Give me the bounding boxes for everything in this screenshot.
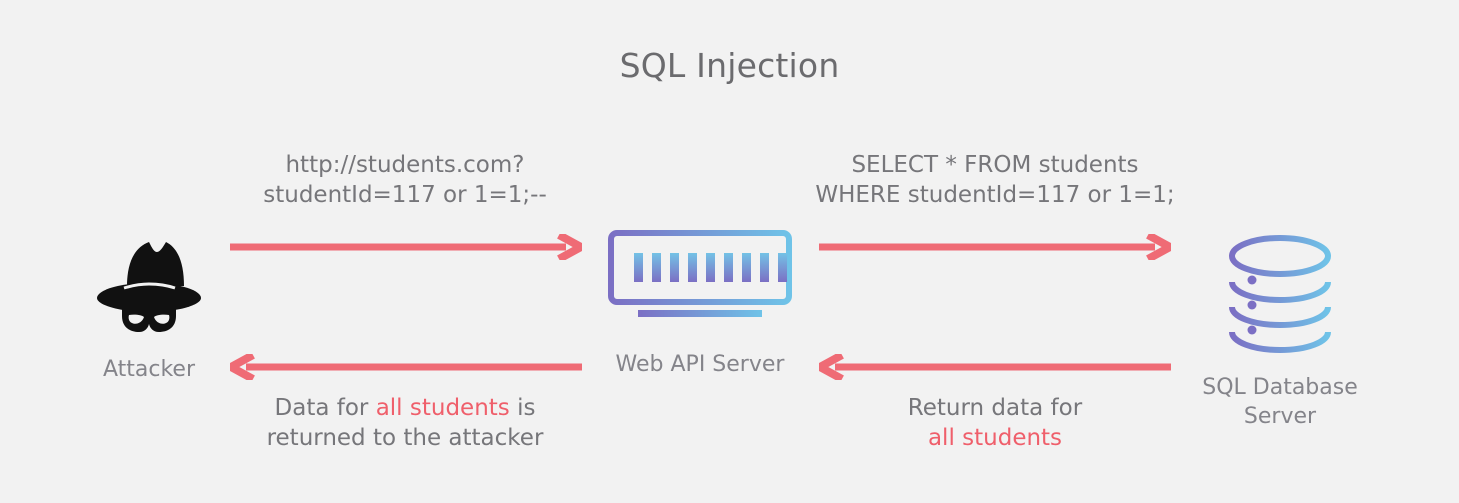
server-monitor-icon [608, 230, 792, 318]
attacker-response-highlight: all students [375, 395, 510, 421]
node-label-sql-database-line1: SQL Database [1202, 375, 1358, 400]
request-caption-line2: studentId=117 or 1=1;-- [263, 182, 547, 208]
database-response-caption-line2: all students [927, 425, 1063, 451]
attacker-response-caption-line2: returned to the attacker [266, 425, 544, 451]
request-caption: http://students.com? studentId=117 or 1=… [233, 150, 577, 210]
arrow-right-icon-request [230, 231, 590, 263]
database-response-caption: Return data for all students [815, 393, 1175, 453]
arrow-left-icon-response-to-server [811, 351, 1171, 383]
attacker-hat-mask-icon [96, 236, 202, 332]
database-response-caption-line1: Return data for [907, 395, 1083, 421]
node-label-sql-database-server: SQL Database Server [1180, 373, 1380, 431]
node-label-web-api-server: Web API Server [615, 352, 785, 377]
database-cylinder-icon [1228, 235, 1332, 354]
node-label-sql-database-line2: Server [1243, 404, 1317, 429]
arrow-right-icon-query [819, 231, 1179, 263]
attacker-response-suffix: is [509, 395, 536, 421]
page-title: SQL Injection [619, 46, 840, 85]
arrow-left-icon-response-to-attacker [222, 351, 582, 383]
attacker-response-caption-line1: Data for all students is [233, 393, 577, 423]
request-caption-line1: http://students.com? [285, 152, 525, 178]
query-caption-line2: WHERE studentId=117 or 1=1; [815, 182, 1175, 208]
node-label-attacker: Attacker [102, 357, 196, 382]
attacker-response-caption: Data for all students is returned to the… [233, 393, 577, 453]
attacker-response-prefix: Data for [274, 395, 376, 421]
query-caption: SELECT * FROM students WHERE studentId=1… [815, 150, 1175, 210]
query-caption-line1: SELECT * FROM students [851, 152, 1139, 178]
